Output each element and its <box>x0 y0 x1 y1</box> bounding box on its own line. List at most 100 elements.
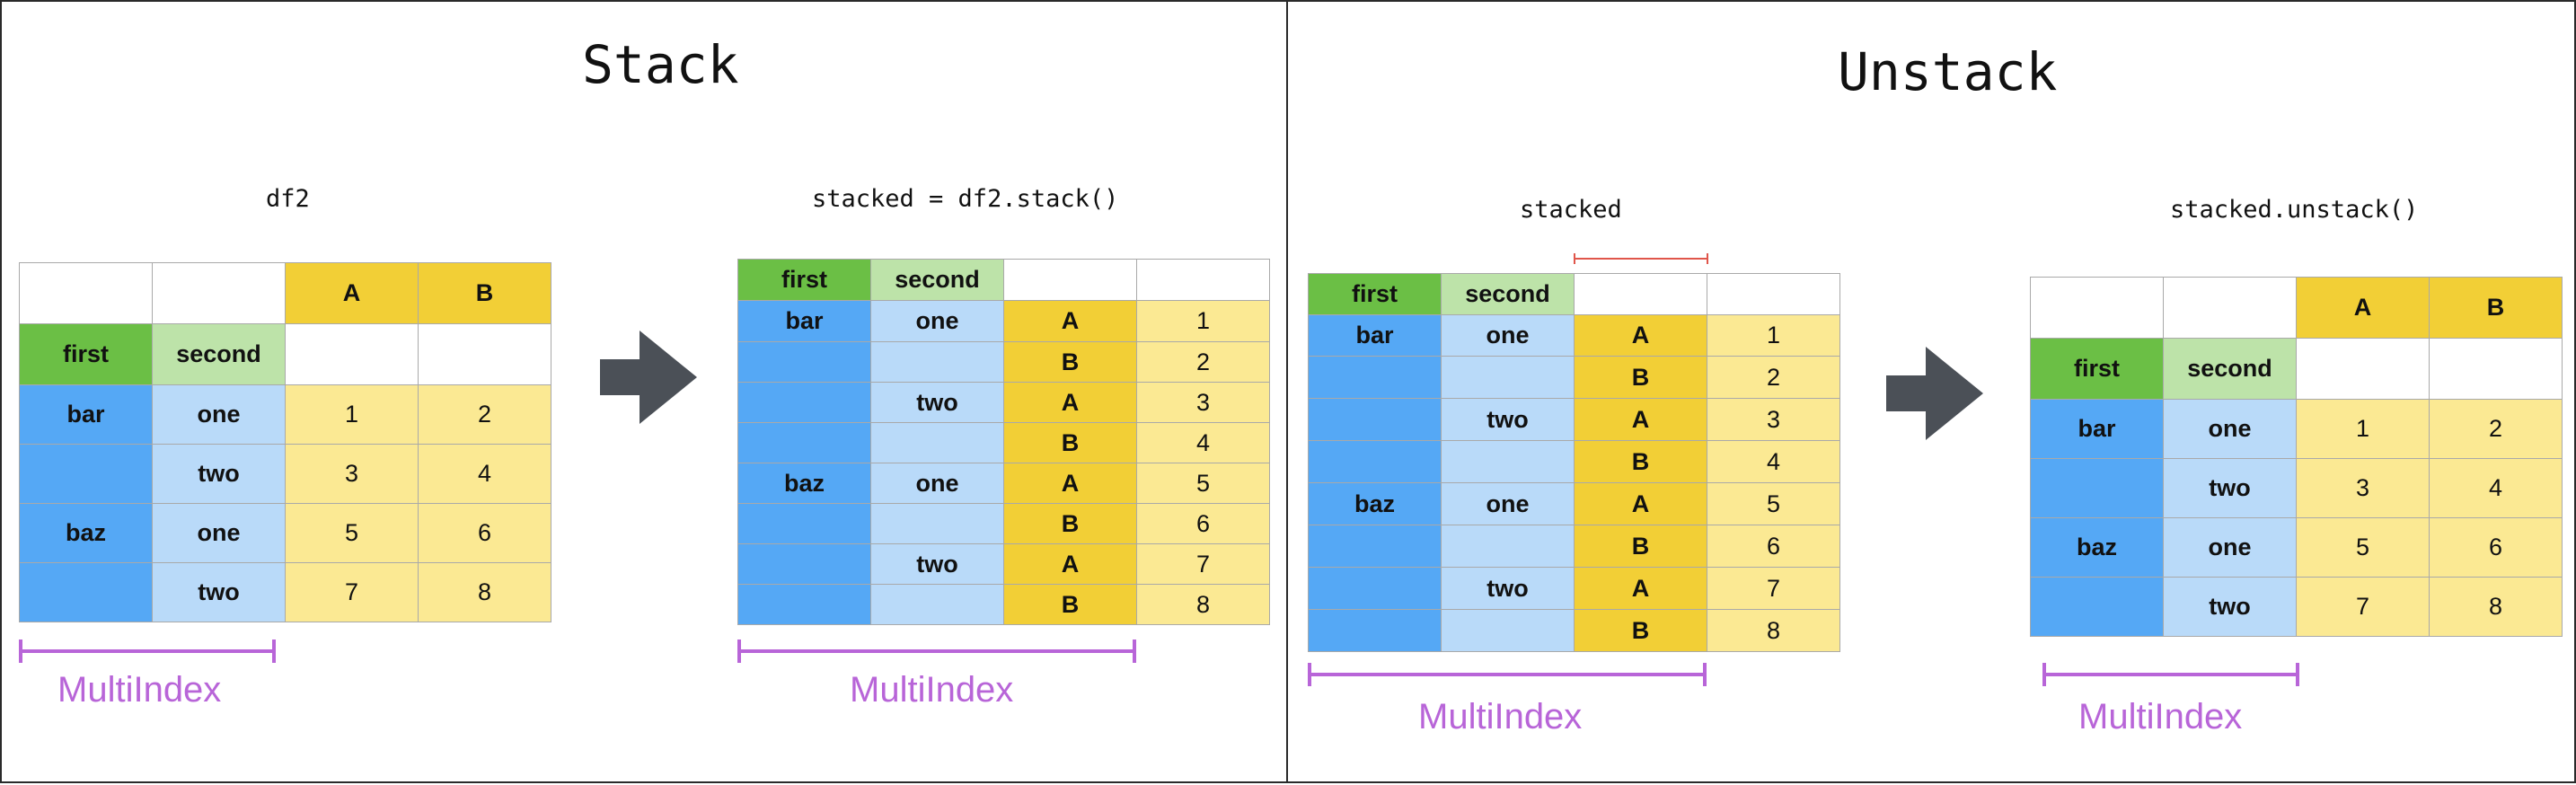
blank-header-cell <box>2297 339 2430 400</box>
stacked-multiindex-bracket <box>737 639 1136 663</box>
df2-multiindex-label: MultiIndex <box>57 670 222 710</box>
second-level-cell: one <box>2164 518 2297 578</box>
column-header-cell: B <box>2430 278 2563 339</box>
second-level-cell: one <box>1442 315 1575 357</box>
stacked-key-cell: B <box>1575 525 1707 568</box>
df2-multiindex-bracket <box>19 639 276 663</box>
second-level-cell <box>871 504 1004 544</box>
first-level-cell: bar <box>738 301 871 342</box>
second-level-cell: two <box>2164 578 2297 637</box>
value-cell: 4 <box>419 445 551 504</box>
column-header-cell: B <box>419 263 551 324</box>
first-level-cell <box>1309 525 1442 568</box>
first-level-cell: baz <box>20 504 153 563</box>
index-name-second: second <box>871 260 1004 301</box>
first-level-cell: bar <box>2031 400 2164 459</box>
blank-header-cell <box>1004 260 1137 301</box>
value-cell: 4 <box>1707 441 1840 483</box>
value-cell: 2 <box>1707 357 1840 399</box>
first-level-cell <box>20 563 153 622</box>
value-cell: 8 <box>419 563 551 622</box>
first-level-cell <box>738 342 871 383</box>
second-level-cell <box>871 342 1004 383</box>
stacked-key-cell: A <box>1004 463 1137 504</box>
value-cell: 4 <box>2430 459 2563 518</box>
first-level-cell: baz <box>2031 518 2164 578</box>
value-cell: 6 <box>1137 504 1270 544</box>
first-level-cell <box>2031 459 2164 518</box>
stacked-key-cell: A <box>1575 483 1707 525</box>
first-level-cell <box>1309 610 1442 652</box>
stacked-key-cell: B <box>1004 423 1137 463</box>
second-level-cell: one <box>153 504 286 563</box>
value-cell: 3 <box>2297 459 2430 518</box>
second-level-cell: two <box>871 383 1004 423</box>
value-cell: 1 <box>1137 301 1270 342</box>
unstack-title: Unstack <box>1838 41 2058 102</box>
second-level-cell: two <box>871 544 1004 585</box>
second-level-cell: two <box>1442 568 1575 610</box>
value-cell: 6 <box>419 504 551 563</box>
second-level-cell: one <box>153 385 286 445</box>
stacked-key-cell: A <box>1575 568 1707 610</box>
second-level-cell: one <box>871 301 1004 342</box>
first-level-cell <box>738 544 871 585</box>
first-level-cell: baz <box>738 463 871 504</box>
first-level-cell: bar <box>20 385 153 445</box>
value-cell: 6 <box>2430 518 2563 578</box>
first-level-cell <box>1309 399 1442 441</box>
index-name-first: first <box>1309 274 1442 315</box>
stacked-key-cell: B <box>1575 441 1707 483</box>
stacked-key-cell: A <box>1575 399 1707 441</box>
second-level-cell <box>1442 525 1575 568</box>
unstacked-multiindex-label: MultiIndex <box>2078 697 2243 736</box>
first-level-cell <box>1309 357 1442 399</box>
blank-header-cell <box>419 324 551 385</box>
value-cell: 8 <box>1707 610 1840 652</box>
value-cell: 1 <box>2297 400 2430 459</box>
value-cell: 3 <box>1707 399 1840 441</box>
stacked-right-multiindex-bracket <box>1308 663 1707 686</box>
value-cell: 5 <box>1707 483 1840 525</box>
stacked-caption: stacked = df2.stack() <box>812 185 1119 213</box>
blank-header-cell <box>1575 274 1707 315</box>
stacked-key-cell: B <box>1575 610 1707 652</box>
second-level-cell <box>1442 610 1575 652</box>
unstacked-multiindex-bracket <box>2042 663 2299 686</box>
value-cell: 6 <box>1707 525 1840 568</box>
second-level-cell: two <box>2164 459 2297 518</box>
second-level-cell: one <box>1442 483 1575 525</box>
column-header-cell: A <box>2297 278 2430 339</box>
value-cell: 3 <box>1137 383 1270 423</box>
stacked-key-cell: B <box>1004 342 1137 383</box>
stacked-key-cell: A <box>1004 544 1137 585</box>
first-level-cell: bar <box>1309 315 1442 357</box>
value-cell: 7 <box>286 563 419 622</box>
stacked-caption-right: stacked <box>1520 196 1622 224</box>
stacked-key-cell: B <box>1004 504 1137 544</box>
second-level-cell <box>1442 357 1575 399</box>
value-cell: 4 <box>1137 423 1270 463</box>
first-level-cell <box>20 445 153 504</box>
first-level-cell <box>738 504 871 544</box>
stack-title: Stack <box>582 34 739 95</box>
second-level-cell: one <box>2164 400 2297 459</box>
value-cell: 1 <box>1707 315 1840 357</box>
column-header-cell: A <box>286 263 419 324</box>
value-cell: 5 <box>2297 518 2430 578</box>
corner-cell <box>153 263 286 324</box>
first-level-cell: baz <box>1309 483 1442 525</box>
df2-caption: df2 <box>266 185 310 213</box>
second-level-cell: two <box>153 445 286 504</box>
blank-header-cell <box>1137 260 1270 301</box>
value-cell: 2 <box>419 385 551 445</box>
first-level-cell <box>738 585 871 625</box>
index-name-second: second <box>1442 274 1575 315</box>
stacked-multiindex-label: MultiIndex <box>850 670 1014 710</box>
